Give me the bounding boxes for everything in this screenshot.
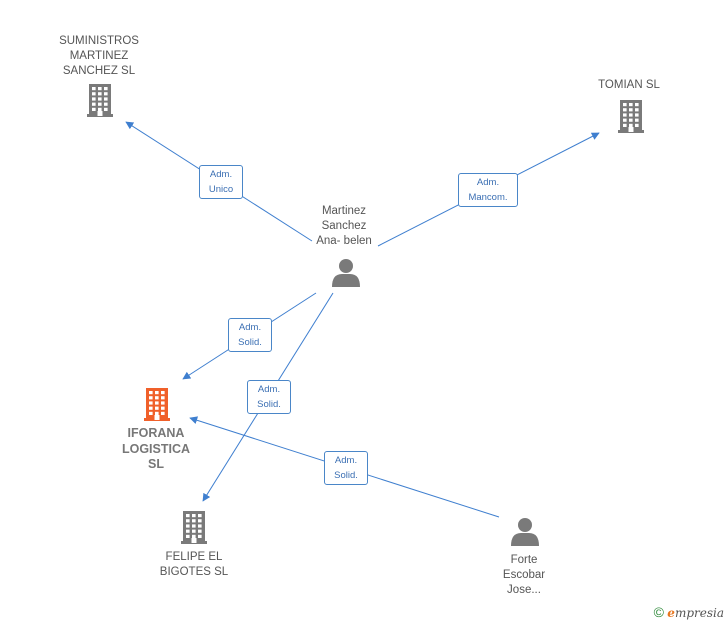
brand-initial: e (667, 606, 675, 620)
node-label-suministros[interactable]: SUMINISTROS MARTINEZ SANCHEZ SL (48, 34, 150, 79)
node-label-line: Escobar (502, 569, 546, 581)
node-label-line: IFORANA (127, 426, 185, 440)
edge-label-adm-mancom[interactable]: Adm. Mancom. (458, 173, 518, 207)
node-label-line: Forte (510, 554, 538, 566)
edge-label-adm-solid-iforana[interactable]: Adm. Solid. (228, 318, 272, 352)
edge-label-line: Unico (208, 184, 234, 195)
person-icon-forte[interactable] (511, 518, 539, 546)
node-label-line: Martinez (321, 205, 367, 217)
node-label-felipe[interactable]: FELIPE EL BIGOTES SL (144, 550, 244, 580)
node-label-line: Jose... (507, 584, 541, 596)
edge-label-adm-solid-felipe[interactable]: Adm. Solid. (247, 380, 291, 414)
node-label-line: SUMINISTROS (59, 35, 139, 47)
building-icon-suministros[interactable] (87, 84, 113, 117)
node-icons (87, 84, 644, 546)
node-label-line: SANCHEZ SL (62, 65, 136, 77)
edge-label-line: Mancom. (468, 192, 508, 203)
node-label-forte[interactable]: Forte Escobar Jose... (484, 553, 564, 598)
edge-label-adm-solid-forte[interactable]: Adm. Solid. (324, 451, 368, 485)
edge-label-line: Solid. (257, 399, 281, 410)
edge-label-line: Adm. (209, 169, 233, 180)
edge-label-line: Adm. (238, 322, 262, 333)
node-label-line: SL (148, 457, 164, 471)
brand-name: empresia (667, 606, 724, 620)
person-icon-martinez[interactable] (332, 259, 360, 287)
edge-label-line: Solid. (334, 470, 358, 481)
node-label-line: BIGOTES SL (159, 566, 229, 578)
building-icon-iforana[interactable] (144, 388, 170, 421)
edge-label-line: Adm. (334, 455, 358, 466)
node-label-line: LOGISTICA (121, 441, 191, 456)
empresia-brand[interactable]: © empresia (654, 604, 724, 620)
copyright-icon: © (653, 604, 664, 620)
node-label-line: MARTINEZ (69, 50, 129, 62)
edge-label-line: Adm. (257, 384, 281, 395)
node-label-line: Sanchez (321, 220, 367, 232)
brand-rest: mpresia (674, 606, 724, 620)
node-label-tomian[interactable]: TOMIAN SL (588, 78, 670, 93)
node-label-iforana[interactable]: IFORANA LOGISTICA SL (108, 426, 204, 473)
edge-label-line: Adm. (476, 177, 500, 188)
edge-label-adm-unico[interactable]: Adm. Unico (199, 165, 243, 199)
node-label-line: TOMIAN SL (598, 79, 660, 91)
building-icon-felipe[interactable] (181, 511, 207, 544)
edge-label-line: Solid. (238, 337, 262, 348)
node-label-line: FELIPE EL (165, 551, 223, 563)
node-label-martinez[interactable]: Martinez Sanchez Ana- belen (298, 204, 390, 249)
node-label-line: Ana- belen (316, 235, 372, 247)
building-icon-tomian[interactable] (618, 100, 644, 133)
